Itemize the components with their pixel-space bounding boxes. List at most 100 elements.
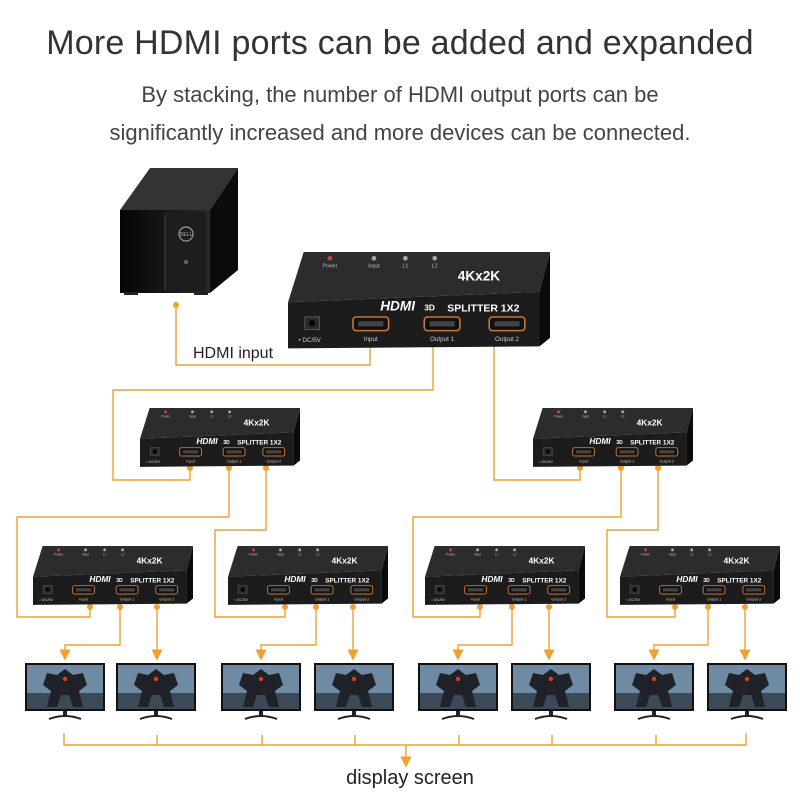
line-l3-2-out1-to-monitor <box>255 607 317 661</box>
svg-text:Input: Input <box>186 459 195 463</box>
svg-text:3D: 3D <box>424 303 435 313</box>
svg-text:L1: L1 <box>210 415 214 419</box>
svg-text:Output 1: Output 1 <box>512 597 527 601</box>
svg-text:Output 2: Output 2 <box>354 597 369 601</box>
line-l2a-out1-to-l3a <box>16 468 230 618</box>
svg-text:Input: Input <box>579 459 588 463</box>
svg-text:• DC/5V: • DC/5V <box>146 460 160 464</box>
svg-text:SPLITTER 1X2: SPLITTER 1X2 <box>325 577 369 584</box>
svg-text:SPLITTER 1X2: SPLITTER 1X2 <box>717 577 761 584</box>
monitor-robot-icon-6 <box>511 663 591 720</box>
svg-text:HDMI: HDMI <box>284 574 306 584</box>
line-l2b-out2-to-l3d <box>606 468 676 618</box>
svg-text:HDMI: HDMI <box>196 436 218 446</box>
subtitle-line-2: significantly increased and more devices… <box>109 120 691 145</box>
svg-text:3D: 3D <box>311 578 318 584</box>
svg-text:HDMI: HDMI <box>676 574 698 584</box>
svg-text:L2: L2 <box>513 553 517 557</box>
svg-text:Input: Input <box>368 264 380 270</box>
svg-text:4Kx2K: 4Kx2K <box>244 417 270 427</box>
monitor-robot-icon-4 <box>314 663 394 720</box>
svg-text:Input: Input <box>364 336 378 343</box>
svg-text:L2: L2 <box>121 553 125 557</box>
svg-text:Input: Input <box>474 553 481 557</box>
svg-text:L1: L1 <box>495 553 499 557</box>
display-bracket <box>63 733 747 746</box>
svg-text:Input: Input <box>471 597 480 601</box>
svg-text:HDMI: HDMI <box>481 574 503 584</box>
svg-text:Power: Power <box>249 553 259 557</box>
svg-text:4Kx2K: 4Kx2K <box>332 555 358 565</box>
svg-text:Output 2: Output 2 <box>159 597 174 601</box>
svg-text:• DC/5V: • DC/5V <box>234 598 248 602</box>
svg-text:L1: L1 <box>298 553 302 557</box>
svg-text:Output 1: Output 1 <box>315 597 330 601</box>
svg-text:• DC/5V: • DC/5V <box>626 598 640 602</box>
svg-text:Output 2: Output 2 <box>746 597 761 601</box>
line-main-out1-to-left-splitter <box>112 343 434 481</box>
monitor-robot-icon-8 <box>707 663 787 720</box>
monitor-robot-icon-2 <box>116 663 196 720</box>
svg-text:Input: Input <box>82 553 89 557</box>
svg-text:Output 1: Output 1 <box>707 597 722 601</box>
svg-text:Input: Input <box>582 415 589 419</box>
svg-text:SPLITTER 1X2: SPLITTER 1X2 <box>630 439 674 446</box>
svg-text:HDMI: HDMI <box>380 299 416 314</box>
svg-text:4Kx2K: 4Kx2K <box>137 555 163 565</box>
svg-text:Input: Input <box>669 553 676 557</box>
svg-text:Input: Input <box>189 415 196 419</box>
line-l2a-out2-to-l3b <box>214 468 286 618</box>
svg-text:4Kx2K: 4Kx2K <box>724 555 750 565</box>
svg-text:L2: L2 <box>432 264 438 270</box>
svg-text:• DC/5V: • DC/5V <box>39 598 53 602</box>
svg-text:SPLITTER 1X2: SPLITTER 1X2 <box>447 304 519 315</box>
svg-text:Output 2: Output 2 <box>659 459 674 463</box>
svg-text:3D: 3D <box>703 578 710 584</box>
svg-text:Power: Power <box>446 553 456 557</box>
svg-text:L2: L2 <box>621 415 625 419</box>
subtitle-line-1: By stacking, the number of HDMI output p… <box>141 82 659 107</box>
monitor-robot-icon-7 <box>614 663 694 720</box>
svg-text:Output 1: Output 1 <box>120 597 135 601</box>
svg-text:Input: Input <box>79 597 88 601</box>
line-l2b-out1-to-l3c <box>412 468 622 618</box>
svg-text:Power: Power <box>554 415 564 419</box>
svg-text:Output 1: Output 1 <box>620 459 635 463</box>
svg-text:Power: Power <box>161 415 171 419</box>
svg-text:Output 1: Output 1 <box>227 459 242 463</box>
svg-text:3D: 3D <box>116 578 123 584</box>
svg-text:Output 2: Output 2 <box>551 597 566 601</box>
svg-text:• DC/5V: • DC/5V <box>539 460 553 464</box>
svg-text:Input: Input <box>666 597 675 601</box>
pc-brand-label: DELL <box>180 232 193 238</box>
monitor-robot-icon-3 <box>221 663 301 720</box>
line-pc-to-main-input <box>175 305 371 366</box>
svg-text:L1: L1 <box>103 553 107 557</box>
svg-text:HDMI: HDMI <box>89 574 111 584</box>
monitor-robot-icon-5 <box>418 663 498 720</box>
svg-text:• DC/5V: • DC/5V <box>298 337 321 344</box>
svg-text:Power: Power <box>54 553 64 557</box>
svg-text:3D: 3D <box>508 578 515 584</box>
svg-text:Output 1: Output 1 <box>430 336 455 343</box>
line-l3-3-out1-to-monitor <box>452 607 513 661</box>
svg-text:HDMI: HDMI <box>589 436 611 446</box>
desktop-tower-icon: DELL <box>120 168 238 295</box>
svg-text:• DC/5V: • DC/5V <box>431 598 445 602</box>
svg-text:L1: L1 <box>603 415 607 419</box>
svg-text:SPLITTER 1X2: SPLITTER 1X2 <box>237 439 281 446</box>
display-screen-label: display screen <box>346 767 474 789</box>
svg-text:SPLITTER 1X2: SPLITTER 1X2 <box>130 577 174 584</box>
svg-text:3D: 3D <box>223 440 230 446</box>
svg-text:4Kx2K: 4Kx2K <box>637 417 663 427</box>
svg-text:SPLITTER 1X2: SPLITTER 1X2 <box>522 577 566 584</box>
svg-text:Output 2: Output 2 <box>495 336 520 343</box>
hdmi-input-label: HDMI input <box>193 345 274 362</box>
